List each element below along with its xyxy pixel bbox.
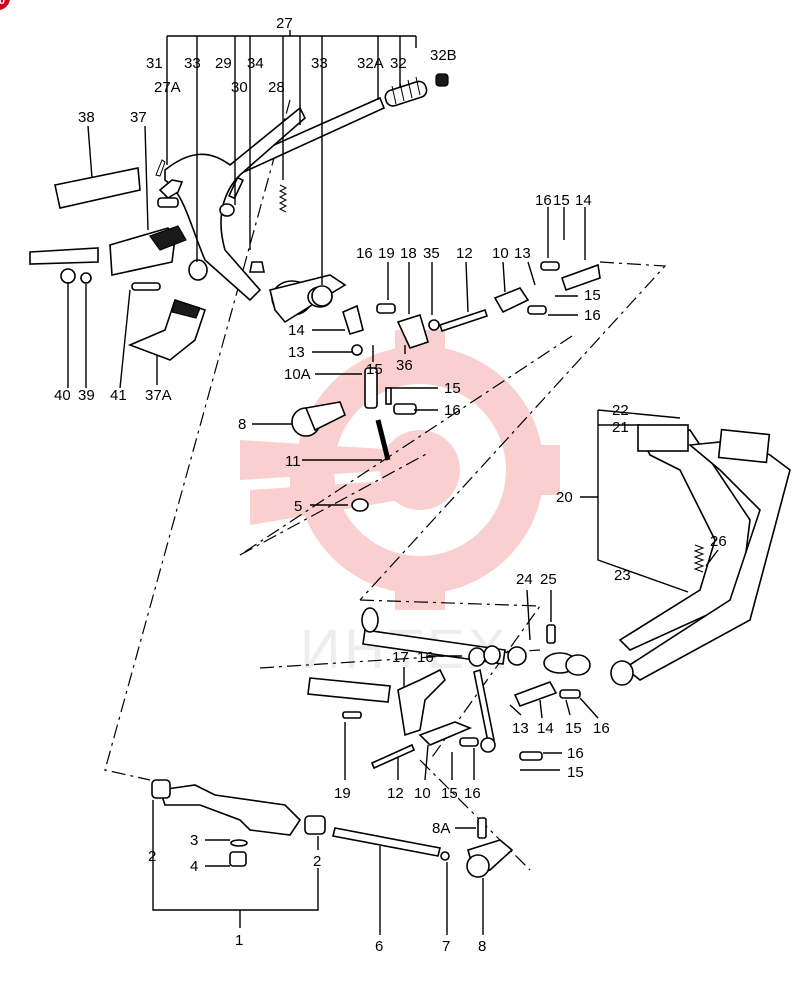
callout-3: 3: [190, 832, 198, 849]
callout-15: 15: [584, 287, 601, 304]
callout-8a: 8A: [432, 820, 450, 837]
callout-20: 20: [556, 489, 573, 506]
callout-41: 41: [110, 387, 127, 404]
callout-2: 2: [148, 848, 156, 865]
callout-27: 27: [276, 15, 293, 32]
callout-15: 15: [444, 380, 461, 397]
callout-33: 33: [184, 55, 201, 72]
callout-12: 12: [456, 245, 473, 262]
callout-36: 36: [396, 357, 413, 374]
callout-19: 19: [334, 785, 351, 802]
callout-37: 37: [130, 109, 147, 126]
callout-40: 40: [54, 387, 71, 404]
callout-14: 14: [537, 720, 554, 737]
callout-33: 33: [311, 55, 328, 72]
callout-15: 15: [553, 192, 570, 209]
callout-18: 18: [400, 245, 417, 262]
callout-12: 12: [387, 785, 404, 802]
callout-38: 38: [78, 109, 95, 126]
callout-16: 16: [444, 402, 461, 419]
corner-badge: 0: [0, 0, 10, 10]
pedal-bracket-lower: [543, 424, 791, 686]
watermark-logo: ИНТЕХ: [240, 330, 560, 680]
callout-15: 15: [366, 361, 383, 378]
callout-32b: 32B: [430, 47, 457, 64]
callout-10: 10: [492, 245, 509, 262]
callout-16: 16: [417, 649, 434, 666]
brake-pedal-upper: [155, 73, 449, 324]
callout-16: 16: [356, 245, 373, 262]
assembly-lines: [104, 99, 667, 871]
callout-13: 13: [514, 245, 531, 262]
mid-linkage: [291, 261, 601, 512]
callout-4: 4: [190, 858, 198, 875]
callout-13: 13: [288, 344, 305, 361]
callout-26: 26: [710, 533, 727, 550]
callout-23: 23: [614, 567, 631, 584]
callout-8: 8: [238, 416, 246, 433]
callout-19: 19: [378, 245, 395, 262]
rubber-grip-part: [384, 73, 449, 107]
callout-16: 16: [464, 785, 481, 802]
callout-7: 7: [442, 938, 450, 955]
callout-25: 25: [540, 571, 557, 588]
callout-6: 6: [375, 938, 383, 955]
callout-16: 16: [593, 720, 610, 737]
callout-22: 22: [612, 402, 629, 419]
callout-32a: 32A: [357, 55, 384, 72]
callout-39: 39: [78, 387, 95, 404]
callout-10: 10: [414, 785, 431, 802]
callout-labels: 27 31 33 29 34 33 32A 32 32B 27A 30 28 3…: [54, 15, 727, 955]
callout-16: 16: [535, 192, 552, 209]
callout-21: 21: [612, 419, 629, 436]
callout-13: 13: [512, 720, 529, 737]
callout-28: 28: [268, 79, 285, 96]
callout-10a: 10A: [284, 366, 311, 383]
leader-lines: [67, 30, 719, 935]
callout-37a: 37A: [145, 387, 172, 404]
callout-16: 16: [584, 307, 601, 324]
callout-16: 16: [567, 745, 584, 762]
callout-15: 15: [441, 785, 458, 802]
callout-5: 5: [294, 498, 302, 515]
callout-30: 30: [231, 79, 248, 96]
callout-27a: 27A: [154, 79, 181, 96]
callout-24: 24: [516, 571, 533, 588]
callout-8: 8: [478, 938, 486, 955]
callout-32: 32: [390, 55, 407, 72]
callout-35: 35: [423, 245, 440, 262]
callout-29: 29: [215, 55, 232, 72]
callout-14: 14: [288, 322, 305, 339]
pedal-pads: [29, 167, 207, 361]
cross-shaft-bottom: [151, 779, 514, 878]
callout-34: 34: [247, 55, 264, 72]
lower-shaft: [307, 607, 581, 770]
callout-14: 14: [575, 192, 592, 209]
callout-17: 17: [392, 649, 409, 666]
callout-15: 15: [565, 720, 582, 737]
callout-15: 15: [567, 764, 584, 781]
callout-1: 1: [235, 932, 243, 949]
callout-11: 11: [285, 453, 301, 470]
callout-31: 31: [146, 55, 163, 72]
callout-2: 2: [313, 853, 321, 870]
